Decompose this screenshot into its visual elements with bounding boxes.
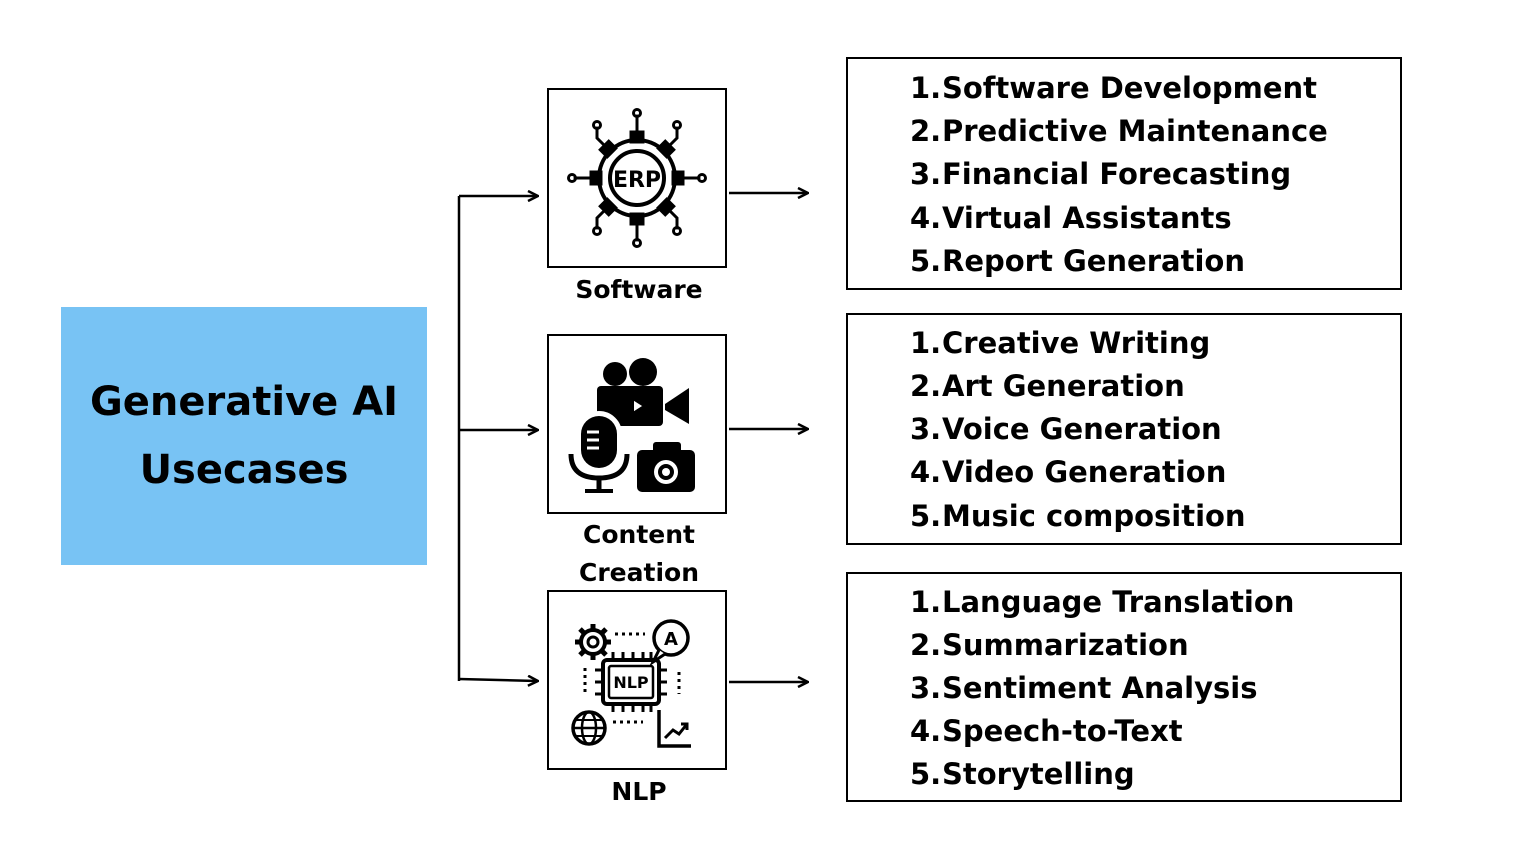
nlp-usecase-list: 1.Language Translation 2.Summarization 3… xyxy=(846,572,1402,802)
software-usecase-list: 1.Software Development 2.Predictive Main… xyxy=(846,57,1402,290)
branch-arrow-nlp xyxy=(458,679,537,681)
settings-gear-icon xyxy=(575,624,611,660)
list-item: 1.Creative Writing xyxy=(910,326,1211,360)
category-label-software: Software xyxy=(547,271,731,309)
list-item: 3.Sentiment Analysis xyxy=(910,671,1258,705)
list-item: 4.Video Generation xyxy=(910,455,1227,489)
list-item: 2.Predictive Maintenance xyxy=(910,114,1328,148)
software-icon-box: ERP xyxy=(547,88,727,268)
erp-icon-text: ERP xyxy=(613,168,661,193)
line-chart-icon xyxy=(657,710,691,748)
category-label-nlp: NLP xyxy=(547,773,731,811)
photo-camera-icon xyxy=(637,442,695,492)
list-item: 4.Speech-to-Text xyxy=(910,714,1183,748)
list-item: 3.Financial Forecasting xyxy=(910,157,1292,191)
root-title-line2: Usecases xyxy=(139,447,349,493)
root-node: Generative AI Usecases xyxy=(61,307,427,565)
list-item: 5.Music composition xyxy=(910,499,1246,533)
list-item: 2.Art Generation xyxy=(910,369,1185,403)
list-item: 3.Voice Generation xyxy=(910,412,1222,446)
content-creation-usecase-list: 1.Creative Writing 2.Art Generation 3.Vo… xyxy=(846,313,1402,545)
root-title-line1: Generative AI xyxy=(89,379,399,425)
category-label-line: Software xyxy=(575,275,703,304)
video-camera-icon xyxy=(597,358,689,426)
category-label-line: Creation xyxy=(579,558,699,587)
category-label-content-creation: Content Creation xyxy=(547,516,731,592)
nlp-icon-box: A NLP xyxy=(547,590,727,770)
list-item: 5.Storytelling xyxy=(910,757,1135,791)
list-item: 5.Report Generation xyxy=(910,244,1245,278)
content-icon-box xyxy=(547,334,727,514)
list-item: 2.Summarization xyxy=(910,628,1189,662)
category-label-line: Content xyxy=(583,520,695,549)
list-item: 1.Language Translation xyxy=(910,585,1295,619)
media-creation-icon xyxy=(568,358,695,493)
bubble-letter: A xyxy=(664,629,678,650)
globe-icon xyxy=(571,710,607,746)
list-item: 1.Software Development xyxy=(910,71,1318,105)
list-item: 4.Virtual Assistants xyxy=(910,201,1232,235)
nlp-chip-text: NLP xyxy=(613,673,649,692)
category-label-line: NLP xyxy=(611,777,667,806)
microphone-icon xyxy=(568,411,630,493)
erp-gear-icon: ERP xyxy=(567,108,707,248)
nlp-chip-icon: A NLP xyxy=(571,619,691,748)
